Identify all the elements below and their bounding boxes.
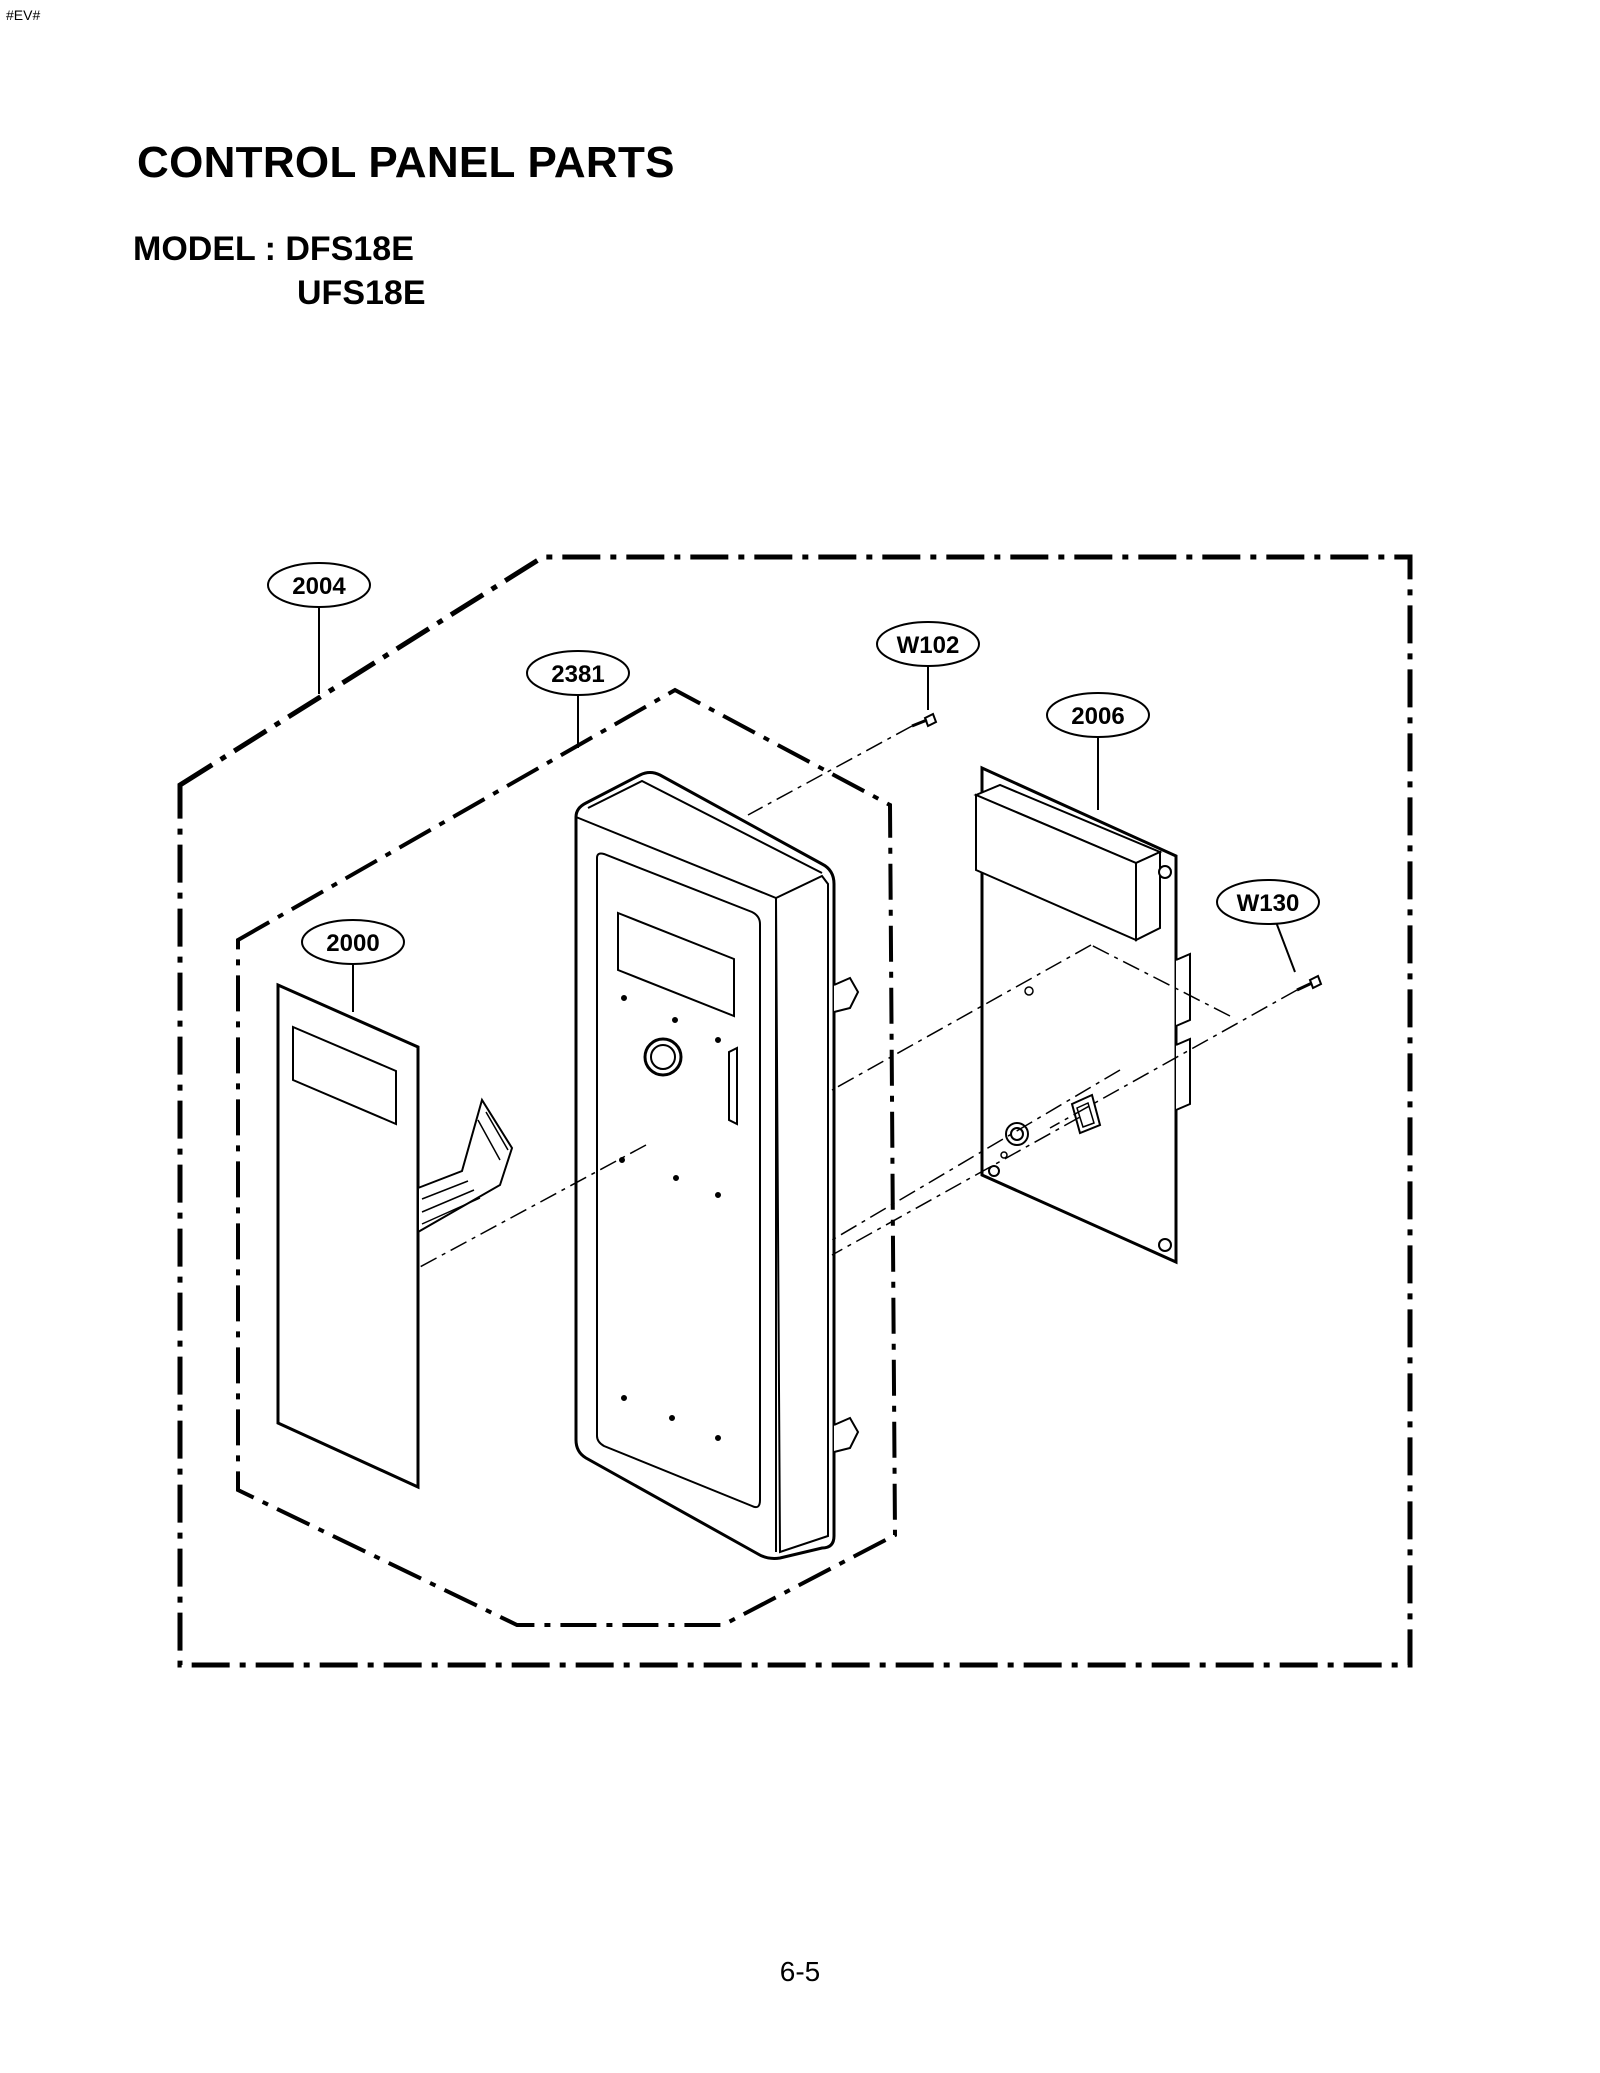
corner-tag: #EV# — [6, 7, 41, 23]
svg-text:2000: 2000 — [326, 930, 379, 957]
screw-w102 — [911, 712, 938, 728]
callout-leaders — [318, 606, 1296, 1012]
part-2006-pcb-assembly — [973, 765, 1191, 1265]
screw-w130 — [1296, 974, 1323, 992]
callout-w102: W102 — [876, 621, 980, 667]
svg-text:2381: 2381 — [551, 661, 604, 688]
svg-text:2004: 2004 — [292, 573, 346, 600]
svg-text:W130: W130 — [1237, 890, 1300, 917]
callout-2006: 2006 — [1046, 692, 1150, 738]
callout-2381: 2381 — [526, 650, 630, 696]
callout-2000: 2000 — [301, 919, 405, 965]
svg-text:W102: W102 — [897, 632, 960, 659]
assembly-boundary-2381 — [236, 687, 898, 1627]
part-2000-membrane-keypad — [276, 982, 514, 1490]
callout-w130: W130 — [1216, 879, 1320, 925]
model-label: MODEL : DFS18E — [133, 230, 414, 268]
model-label-second: UFS18E — [297, 274, 426, 312]
part-2381-control-panel-frame — [574, 771, 860, 1560]
page-title: CONTROL PANEL PARTS — [137, 138, 675, 187]
svg-text:2006: 2006 — [1071, 703, 1124, 730]
callout-2004: 2004 — [267, 562, 371, 608]
assembly-boundary-2004 — [177, 554, 1413, 1668]
alignment-lines — [417, 725, 1298, 1269]
page-number: 6-5 — [779, 1956, 821, 1987]
